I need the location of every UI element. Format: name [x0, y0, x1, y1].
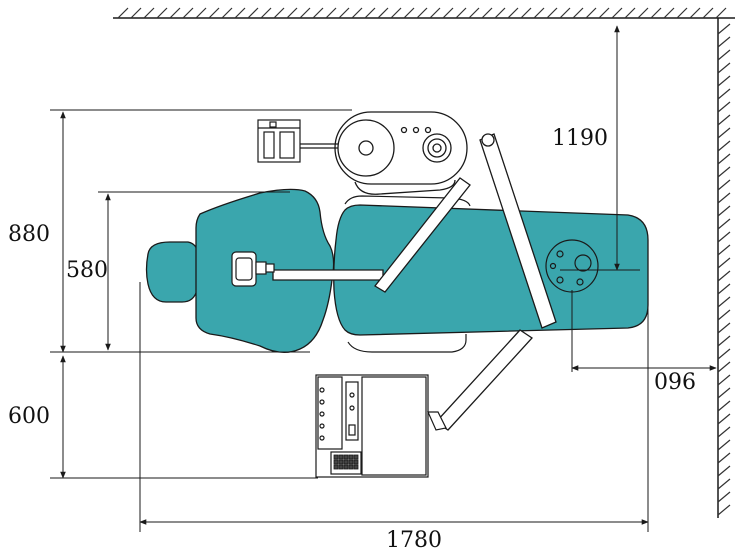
- dim-left-outer: 880: [8, 222, 50, 247]
- wall-top: [113, 7, 735, 19]
- dim-top-clearance: 1190: [552, 126, 608, 151]
- spittoon-unit: [300, 111, 468, 195]
- dim-bottom-length: 1780: [386, 528, 442, 553]
- dim-left-lower: 600: [8, 404, 50, 429]
- armrest-top: [344, 195, 471, 207]
- armrest-bottom: [347, 334, 467, 353]
- dim-right-offset: 096: [654, 370, 696, 395]
- instrument-holder: [257, 119, 301, 163]
- chair-seat: [333, 204, 649, 336]
- wall-right: [717, 18, 731, 518]
- dim-left-inner: 580: [66, 258, 108, 283]
- dimension-lines: [50, 25, 717, 532]
- light-arm: [272, 133, 557, 431]
- dentist-instrument-table: [315, 374, 447, 478]
- operating-light: [231, 251, 275, 287]
- chair-headrest: [145, 241, 199, 303]
